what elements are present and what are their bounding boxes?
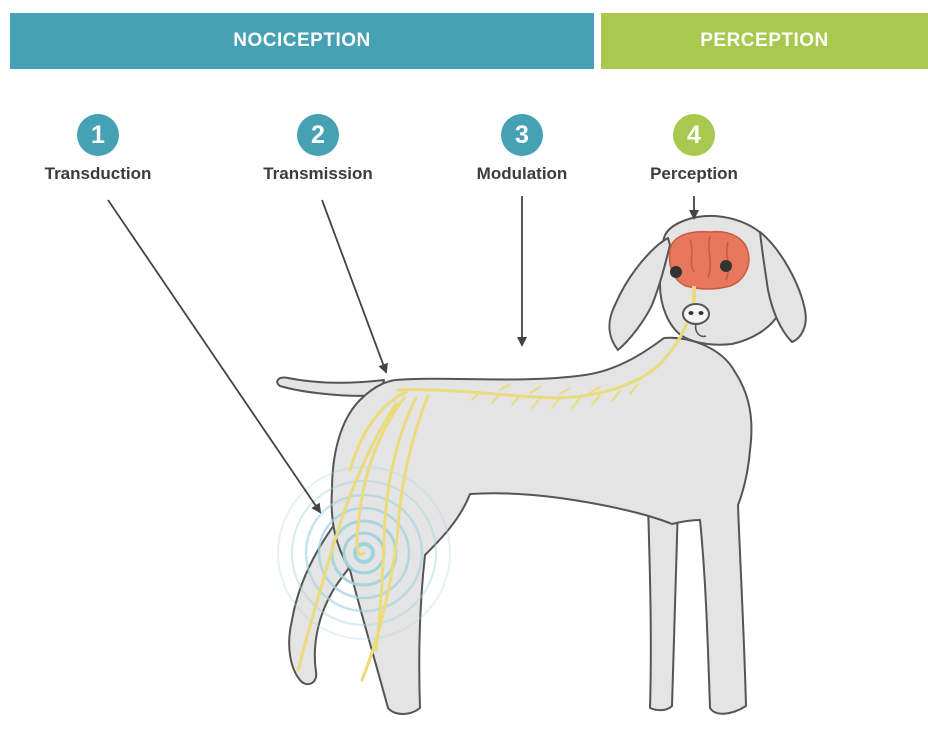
step-3-badge: 3	[501, 114, 543, 156]
dog-right-eye	[720, 260, 732, 272]
step-1-badge: 1	[77, 114, 119, 156]
step-2-badge: 2	[297, 114, 339, 156]
transmission-arrow	[322, 200, 386, 372]
step-3-label: Modulation	[447, 164, 597, 184]
dog-left-eye	[670, 266, 682, 278]
transduction-arrow	[108, 200, 320, 512]
dog-torso	[332, 338, 752, 714]
step-4-badge: 4	[673, 114, 715, 156]
step-modulation: 3 Modulation	[447, 114, 597, 184]
step-perception: 4 Perception	[619, 114, 769, 184]
dog-back-front-leg	[648, 505, 678, 710]
step-2-label: Transmission	[243, 164, 393, 184]
dog-nose	[683, 304, 709, 324]
step-transmission: 2 Transmission	[243, 114, 393, 184]
step-4-label: Perception	[619, 164, 769, 184]
step-1-label: Transduction	[23, 164, 173, 184]
step-transduction: 1 Transduction	[23, 114, 173, 184]
